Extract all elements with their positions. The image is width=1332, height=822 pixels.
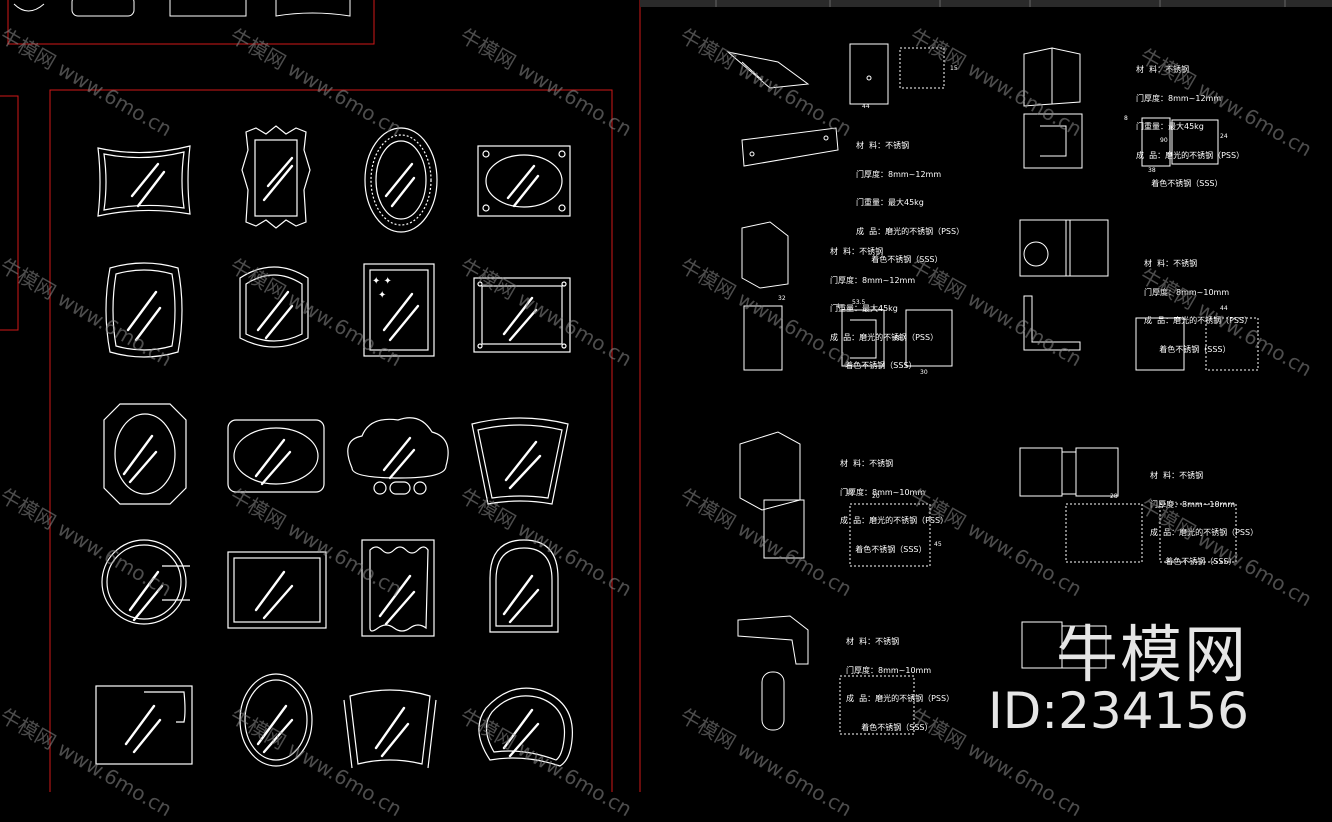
- dimension-label: 90: [1160, 137, 1168, 144]
- svg-text:✦ ✦: ✦ ✦: [372, 276, 392, 287]
- spec-hinge-6: 材 料：不锈钢 门厚度：8mm~10mm 成 品：磨光的不锈钢（PSS） 着色不…: [1150, 452, 1258, 585]
- spec-hinge-5: 材 料：不锈钢 门厚度：8mm~10mm 成 品：磨光的不锈钢（PSS） 着色不…: [840, 440, 948, 573]
- spec-line: 门厚度：8mm~10mm: [1144, 287, 1230, 297]
- dimension-label: 8: [1124, 115, 1128, 122]
- mirror-framed-rect[interactable]: [473, 277, 571, 353]
- mirror-ornate-oval-rect[interactable]: [227, 419, 325, 493]
- spec-hinge-2: 材 料：不锈钢 门厚度：8mm~12mm 门重量：最大45kg 成 品：磨光的不…: [1136, 46, 1244, 208]
- hinge-3-drawings[interactable]: [741, 221, 953, 371]
- mirror-wavy-border-rect[interactable]: [227, 551, 327, 629]
- spec-hinge-4: 材 料：不锈钢 门厚度：8mm~10mm 成 品：磨光的不锈钢（PSS） 着色不…: [1144, 240, 1252, 373]
- dimension-label: 38: [1148, 167, 1156, 174]
- left-partial-frame: [0, 95, 19, 331]
- mirror-shield[interactable]: [239, 266, 309, 348]
- spec-line: 成 品：磨光的不锈钢（PSS）: [846, 694, 955, 703]
- watermark-id: ID:234156: [988, 682, 1249, 740]
- hinge-drawings: [726, 43, 1259, 735]
- mirror-curved-fan[interactable]: [343, 689, 437, 769]
- spec-line: 门重量：最大45kg: [856, 198, 924, 207]
- spec-line: 门重量：最大45kg: [1136, 122, 1204, 131]
- toolbar-fragment[interactable]: [640, 0, 1332, 7]
- dimension-label: 68: [894, 335, 902, 342]
- dimension-label: 20: [872, 493, 880, 500]
- spec-line: 材 料：不锈钢: [1144, 259, 1198, 268]
- spec-line: 成 品：磨光的不锈钢（PSS）: [1144, 316, 1253, 325]
- dimension-label: 15: [950, 65, 958, 72]
- spec-line: 门重量：最大45kg: [830, 304, 898, 313]
- cad-drawing: ✦ ✦ ✦: [0, 0, 1332, 792]
- spec-line: 门厚度：8mm~12mm: [856, 169, 942, 179]
- layout-frames: [0, 0, 641, 792]
- mirror-round-split[interactable]: [101, 539, 190, 625]
- spec-line: 门厚度：8mm~10mm: [840, 487, 926, 497]
- spec-line: 着色不锈钢（SSS）: [830, 361, 917, 370]
- spec-line: 着色不锈钢（SSS）: [1136, 179, 1223, 188]
- dimension-label: 24: [1220, 133, 1228, 140]
- dimension-label: 4: [836, 303, 840, 310]
- spec-line: 着色不锈钢（SSS）: [1150, 556, 1237, 566]
- dimension-label: 53.5: [852, 299, 866, 306]
- spec-line: 门厚度：8mm~10mm: [1150, 499, 1236, 509]
- watermark-logo: 牛模网: [1056, 618, 1249, 691]
- spec-line: 材 料：不锈钢: [856, 141, 910, 150]
- spec-line: 材 料：不锈钢: [830, 247, 884, 256]
- hinge-1-drawings[interactable]: [726, 43, 945, 167]
- mirror-oval-ornate[interactable]: [364, 127, 438, 233]
- spec-line: 门厚度：8mm~10mm: [846, 665, 932, 675]
- mirror-catalog: ✦ ✦ ✦: [95, 125, 573, 769]
- mirror-star-rect[interactable]: ✦ ✦ ✦: [363, 263, 435, 357]
- spec-line: 材 料：不锈钢: [1150, 471, 1204, 480]
- mirror-scalloped-rect[interactable]: [477, 145, 571, 217]
- hinge-5-drawings[interactable]: [739, 431, 931, 567]
- spec-line: 着色不锈钢（SSS）: [856, 255, 943, 264]
- hinge-8-drawings[interactable]: [1021, 621, 1107, 669]
- mirror-rect-corner[interactable]: [95, 685, 193, 765]
- mirror-octagon[interactable]: [103, 403, 187, 505]
- mirror-wave-frame[interactable]: [361, 539, 435, 637]
- mirror-catalog-frame: [49, 89, 613, 792]
- spec-hinge-1: 材 料：不锈钢 门厚度：8mm~12mm 门重量：最大45kg 成 品：磨光的不…: [856, 122, 964, 284]
- spec-line: 材 料：不锈钢: [846, 637, 900, 646]
- mirror-wavy-rect[interactable]: [97, 145, 191, 217]
- spec-hinge-3: 材 料：不锈钢 门厚度：8mm~12mm 门重量：最大45kg 成 品：磨光的不…: [830, 228, 938, 390]
- dimension-label: 44: [862, 103, 870, 110]
- top-strip-shapes: [13, 0, 351, 17]
- spec-line: 着色不锈钢（SSS）: [846, 722, 933, 732]
- spec-line: 门厚度：8mm~12mm: [830, 275, 916, 285]
- dimension-label: 12: [846, 489, 854, 496]
- hinge-6-drawings[interactable]: [1019, 447, 1237, 563]
- spec-line: 成 品：磨光的不锈钢（PSS）: [1136, 150, 1245, 160]
- mirror-ornate-rect[interactable]: [241, 125, 311, 229]
- dimension-label: 30: [920, 369, 928, 376]
- spec-line: 着色不锈钢（SSS）: [840, 544, 927, 554]
- mirror-fan[interactable]: [471, 417, 569, 505]
- dimension-label: 28: [1110, 493, 1118, 500]
- spec-line: 着色不锈钢（SSS）: [1144, 344, 1231, 354]
- spec-line: 材 料：不锈钢: [840, 459, 894, 468]
- dimension-label: 45: [934, 541, 942, 548]
- spec-hinge-7: 材 料：不锈钢 门厚度：8mm~10mm 成 品：磨光的不锈钢（PSS） 着色不…: [846, 618, 954, 751]
- dimension-label: 32: [778, 295, 786, 302]
- svg-text:✦: ✦: [378, 290, 386, 301]
- spec-line: 成 品：磨光的不锈钢（PSS）: [856, 226, 965, 236]
- hinge-2-drawings[interactable]: [1023, 47, 1219, 169]
- dimension-labels: 44 15 38 8 90 24 4 53.5 68 30 32 20 12 45 28 44: [778, 65, 1228, 548]
- dimension-label: 44: [1220, 305, 1228, 312]
- mirror-oval-stars[interactable]: [239, 673, 313, 767]
- mirror-cloud[interactable]: [347, 417, 449, 495]
- hinge-4-drawings[interactable]: [1019, 219, 1259, 371]
- spec-line: 材 料：不锈钢: [1136, 65, 1190, 74]
- mirror-pillow[interactable]: [105, 262, 183, 358]
- hinge-7-drawings[interactable]: [737, 615, 915, 735]
- spec-line: 成 品：磨光的不锈钢（PSS）: [1150, 528, 1259, 537]
- mirror-glare-marks: [122, 156, 542, 758]
- mirror-arch[interactable]: [489, 539, 559, 633]
- mirror-dome[interactable]: [478, 687, 573, 767]
- spec-line: 门厚度：8mm~12mm: [1136, 93, 1222, 103]
- top-left-frame: [7, 0, 375, 45]
- spec-line: 成 品：磨光的不锈钢（PSS）: [830, 332, 939, 342]
- spec-line: 成 品：磨光的不锈钢（PSS）: [840, 516, 949, 525]
